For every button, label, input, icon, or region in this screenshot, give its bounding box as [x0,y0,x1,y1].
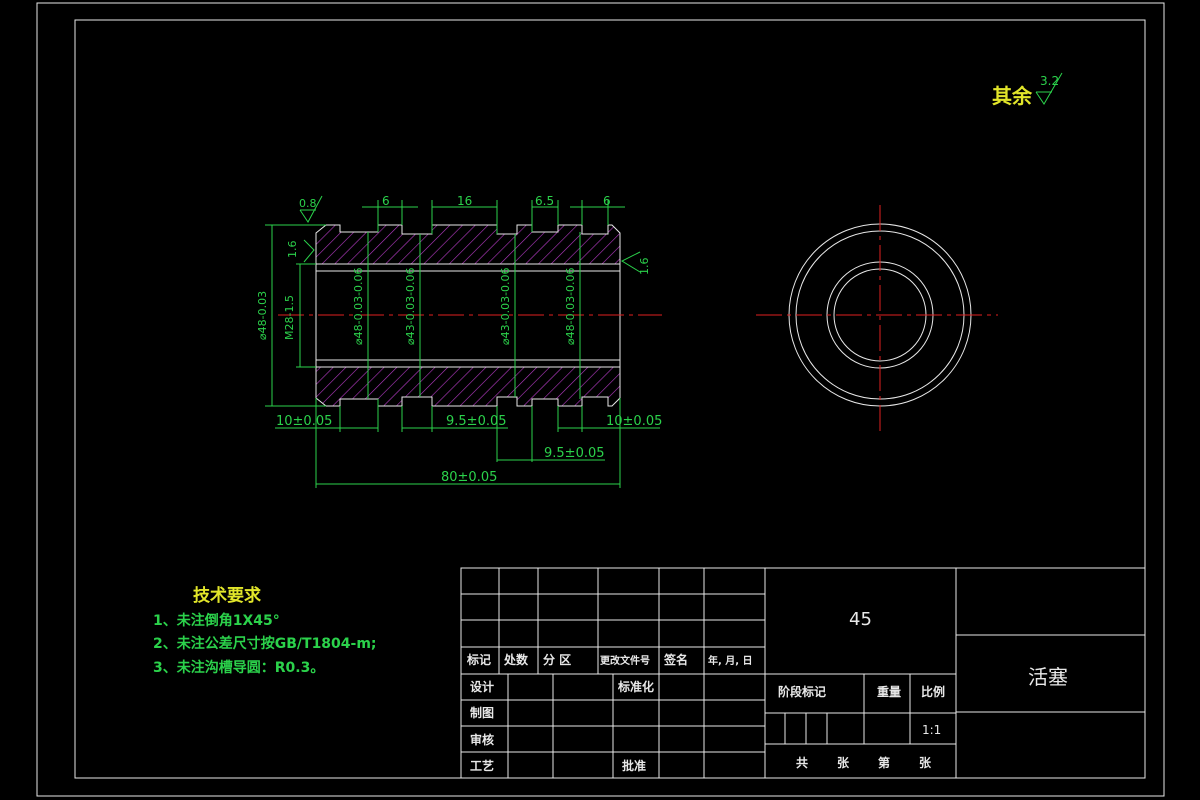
dim-top-1: 6 [382,194,390,208]
dim-bottom-lower: 9.5±0.05 [544,446,605,461]
tech-requirement-1: 1、未注倒角1X45° [153,612,280,629]
dim-bottom-right: 10±0.05 [606,414,662,429]
surface-finish-symbol: 3.2 [1035,72,1063,105]
dim-thread: M28-1.5 [283,295,296,340]
tb-header-count: 处数 [503,652,529,667]
dim-groove-4: ⌀48-0.03-0.06 [564,267,577,345]
dim-top-2: 16 [457,194,472,208]
dim-outer-diameter: ⌀48-0.03 [256,291,269,340]
tb-header-zone: 分 区 [543,652,571,667]
tb-sheet-total: 共 [796,755,808,770]
tb-material: 45 [849,609,872,630]
tb-role-review: 审核 [470,732,494,747]
svg-text:3.2: 3.2 [1040,74,1059,88]
tb-standardization: 标准化 [617,679,654,694]
svg-text:1.6: 1.6 [638,258,651,276]
dim-overall-length: 80±0.05 [441,470,497,485]
tb-header-mark: 标记 [466,652,491,667]
tb-part-name: 活塞 [1028,665,1068,689]
piston-end-view [756,205,998,432]
svg-text:0.8: 0.8 [299,197,317,210]
tb-header-change-doc: 更改文件号 [600,654,650,667]
dim-top-4: 6 [603,194,611,208]
dim-bottom-left: 10±0.05 [276,414,332,429]
piston-section-view [278,224,662,407]
tb-scale-value: 1:1 [922,723,941,737]
roughness-mark-right: 1.6 [620,251,651,276]
tb-header-date: 年, 月, 日 [708,654,753,667]
dim-bottom-mid: 9.5±0.05 [446,414,507,429]
tb-role-process: 工艺 [470,758,494,773]
tb-sheet-current: 第 [878,755,890,770]
tech-requirement-2: 2、未注公差尺寸按GB/T1804-m; [153,635,377,652]
tb-role-design: 设计 [470,679,494,694]
title-block [460,567,1146,779]
outer-frame [36,2,1165,797]
dim-groove-1: ⌀48-0.03-0.06 [352,267,365,345]
dimension-lines [265,200,660,488]
surface-finish-label: 其余 [992,84,1033,108]
dim-groove-2: ⌀43-0.03-0.06 [404,267,417,345]
tech-requirement-3: 3、未注沟槽导圆：R0.3。 [153,659,324,676]
tb-sheet-unit-1: 张 [837,755,850,770]
tb-role-drafting: 制图 [470,705,494,720]
roughness-mark-top: 0.8 [299,195,323,223]
tb-header-signature: 签名 [663,652,688,667]
tb-weight: 重量 [877,684,901,699]
tb-stage-mark: 阶段标记 [778,684,826,699]
tb-sheet-unit-2: 张 [919,755,932,770]
tb-approve: 批准 [622,758,646,773]
dim-groove-3: ⌀43-0.03-0.06 [499,267,512,345]
tech-requirements-title: 技术要求 [193,585,261,606]
svg-text:1.6: 1.6 [286,241,299,259]
roughness-mark-left: 1.6 [286,239,315,263]
dim-top-3: 6.5 [535,194,554,208]
tb-scale-label: 比例 [921,684,945,699]
